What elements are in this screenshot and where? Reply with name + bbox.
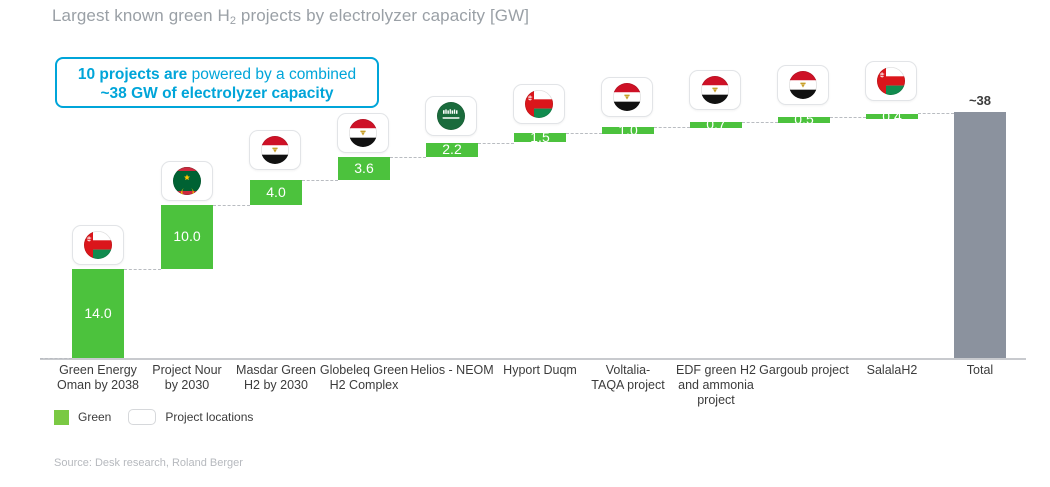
- category-label-project-nour: Project Nour by 2030: [152, 363, 222, 392]
- bar-voltalia-taqa[interactable]: [602, 127, 654, 134]
- category-label-edf-green-h2: EDF green H2 and ammonia project: [676, 363, 756, 407]
- category-label-salalah2: SalalaH2: [866, 363, 918, 377]
- waterfall-connector: [478, 143, 514, 144]
- bar-value-label-total: ~38: [968, 93, 992, 108]
- waterfall-connector: [566, 133, 602, 134]
- legend-swatch-green: [54, 409, 69, 425]
- bar-total[interactable]: [954, 112, 1006, 358]
- callout-regular-text: powered by a combined: [187, 66, 357, 83]
- waterfall-connector: [213, 205, 250, 206]
- flag-badge-project-nour: [161, 161, 213, 201]
- waterfall-connector: [918, 113, 954, 114]
- chart-legend: Green Project locations: [54, 409, 261, 425]
- legend-swatch-project-locations: [128, 409, 157, 425]
- bar-masdar-green-h2[interactable]: [250, 180, 302, 205]
- flag-badge-green-energy-oman: [72, 225, 124, 265]
- legend-label-project-locations: Project locations: [165, 410, 254, 424]
- flag-badge-globeleq-green-h2: [337, 113, 389, 153]
- category-label-gargoub-project: Gargoub project: [759, 363, 849, 377]
- page-title-prefix: Largest known green H: [52, 6, 230, 25]
- source-note: Source: Desk research, Roland Berger: [54, 457, 243, 469]
- waterfall-connector: [302, 180, 338, 181]
- bar-helios-neom[interactable]: [426, 143, 478, 157]
- flag-badge-edf-green-h2: [689, 70, 741, 110]
- bar-project-nour[interactable]: [161, 205, 213, 269]
- page-title-subscript: 2: [229, 15, 237, 27]
- legend-label-green: Green: [78, 410, 112, 424]
- category-label-green-energy-oman: Green Energy Oman by 2038: [57, 363, 139, 392]
- flag-badge-helios-neom: [425, 96, 477, 136]
- flag-badge-voltalia-taqa: [601, 77, 653, 117]
- callout-box: 10 projects are powered by a combined ~3…: [55, 57, 379, 108]
- waterfall-connector: [124, 269, 161, 270]
- bar-hyport-duqm[interactable]: [514, 133, 566, 142]
- waterfall-connector: [830, 117, 866, 118]
- flag-badge-masdar-green-h2: [249, 130, 301, 170]
- waterfall-connector: [742, 122, 778, 123]
- bar-gargoub-project[interactable]: [778, 117, 830, 123]
- bar-globeleq-green-h2[interactable]: [338, 157, 390, 180]
- page-title: Largest known green H2 projects by elect…: [52, 6, 530, 27]
- bar-green-energy-oman[interactable]: [72, 269, 124, 358]
- flag-badge-hyport-duqm: [513, 84, 565, 124]
- waterfall-connector: [40, 358, 72, 359]
- waterfall-connector: [390, 157, 426, 158]
- callout-bold-tail: ~38 GW of electrolyzer capacity: [100, 85, 334, 102]
- waterfall-connector: [654, 127, 690, 128]
- category-label-hyport-duqm: Hyport Duqm: [503, 363, 577, 377]
- bar-salalah2[interactable]: [866, 114, 918, 119]
- x-axis-line: [40, 358, 1026, 360]
- page-title-suffix: projects by electrolyzer capacity [GW]: [236, 6, 530, 25]
- category-label-total: Total: [966, 363, 994, 377]
- bar-edf-green-h2[interactable]: [690, 122, 742, 128]
- flag-badge-gargoub-project: [777, 65, 829, 105]
- category-label-globeleq-green-h2: Globeleq Green H2 Complex: [319, 363, 409, 392]
- category-label-voltalia-taqa: Voltalia- TAQA project: [591, 363, 665, 392]
- flag-badge-salalah2: [865, 61, 917, 101]
- category-label-helios-neom: Helios - NEOM: [410, 363, 494, 377]
- category-label-masdar-green-h2: Masdar Green H2 by 2030: [236, 363, 316, 392]
- callout-bold-lead: 10 projects are: [77, 66, 188, 83]
